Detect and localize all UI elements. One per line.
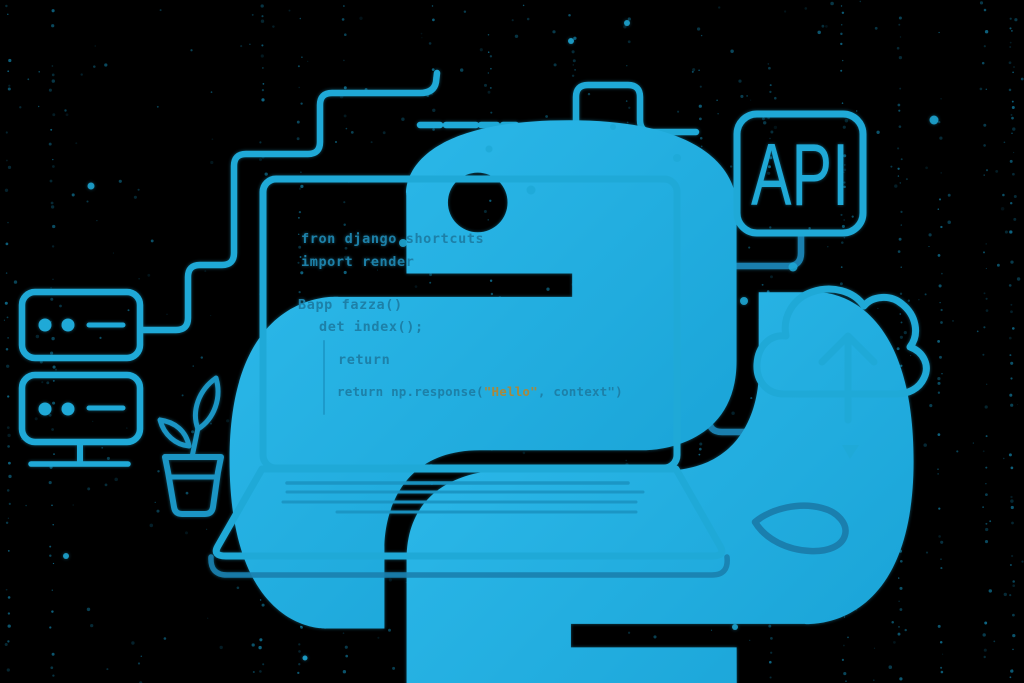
server-led-icon	[38, 402, 52, 416]
arrow-tip-dot	[842, 445, 859, 459]
code-line-6-prefix: return np.response(	[337, 384, 484, 399]
plant-pot	[162, 454, 224, 517]
server-led-icon	[61, 402, 75, 416]
keyboard-lines	[281, 481, 645, 514]
accent-dots	[63, 20, 939, 661]
accent-dot	[740, 297, 748, 305]
code-line-6-suffix: , context")	[538, 384, 623, 399]
server-rack-icon	[18, 288, 144, 467]
api-badge: API	[733, 110, 867, 237]
accent-dot	[788, 262, 798, 272]
laptop-illustration: fron django shortcuts import render Bapp…	[208, 175, 730, 578]
api-badge-box	[733, 110, 867, 237]
code-line-5: return	[338, 352, 390, 368]
circuit-trace-top-right	[572, 81, 700, 162]
upload-arrow-head	[818, 332, 878, 366]
code-snippet: fron django shortcuts import render Bapp…	[298, 231, 623, 415]
accent-dot	[485, 145, 493, 153]
accent-dot	[624, 20, 630, 26]
mouse-icon	[751, 502, 849, 555]
accent-dot	[929, 115, 939, 125]
accent-dot	[63, 553, 69, 559]
server-led-icon	[38, 318, 52, 332]
api-badge-label: API	[751, 125, 849, 224]
accent-dot	[526, 185, 536, 195]
plant-leaf-right	[192, 375, 221, 432]
accent-dot	[302, 655, 308, 661]
accent-dot	[399, 239, 407, 247]
accent-dot	[610, 124, 616, 130]
laptop-base	[212, 465, 726, 560]
laptop-bottom-lip	[208, 554, 730, 578]
accent-dot	[673, 154, 681, 162]
server-led-icon	[61, 318, 75, 332]
code-line-1: fron django shortcuts	[301, 231, 484, 247]
server-unit-top	[18, 288, 144, 362]
plant-icon	[157, 375, 224, 517]
code-line-2: import render	[301, 254, 414, 270]
cloud-outline	[753, 285, 930, 398]
code-string-literal: "Hello"	[484, 384, 538, 399]
cloud-upload-icon	[753, 285, 930, 459]
accent-dot	[87, 182, 95, 190]
circuit-trace-left	[137, 69, 441, 334]
code-line-3: Bapp fazza()	[298, 297, 403, 313]
code-line-6: return np.response("Hello", context")	[337, 384, 623, 399]
code-line-4: det index();	[319, 319, 424, 335]
accent-dot	[732, 624, 738, 630]
plant-leaf-left	[157, 417, 192, 449]
accent-dot	[568, 38, 574, 44]
